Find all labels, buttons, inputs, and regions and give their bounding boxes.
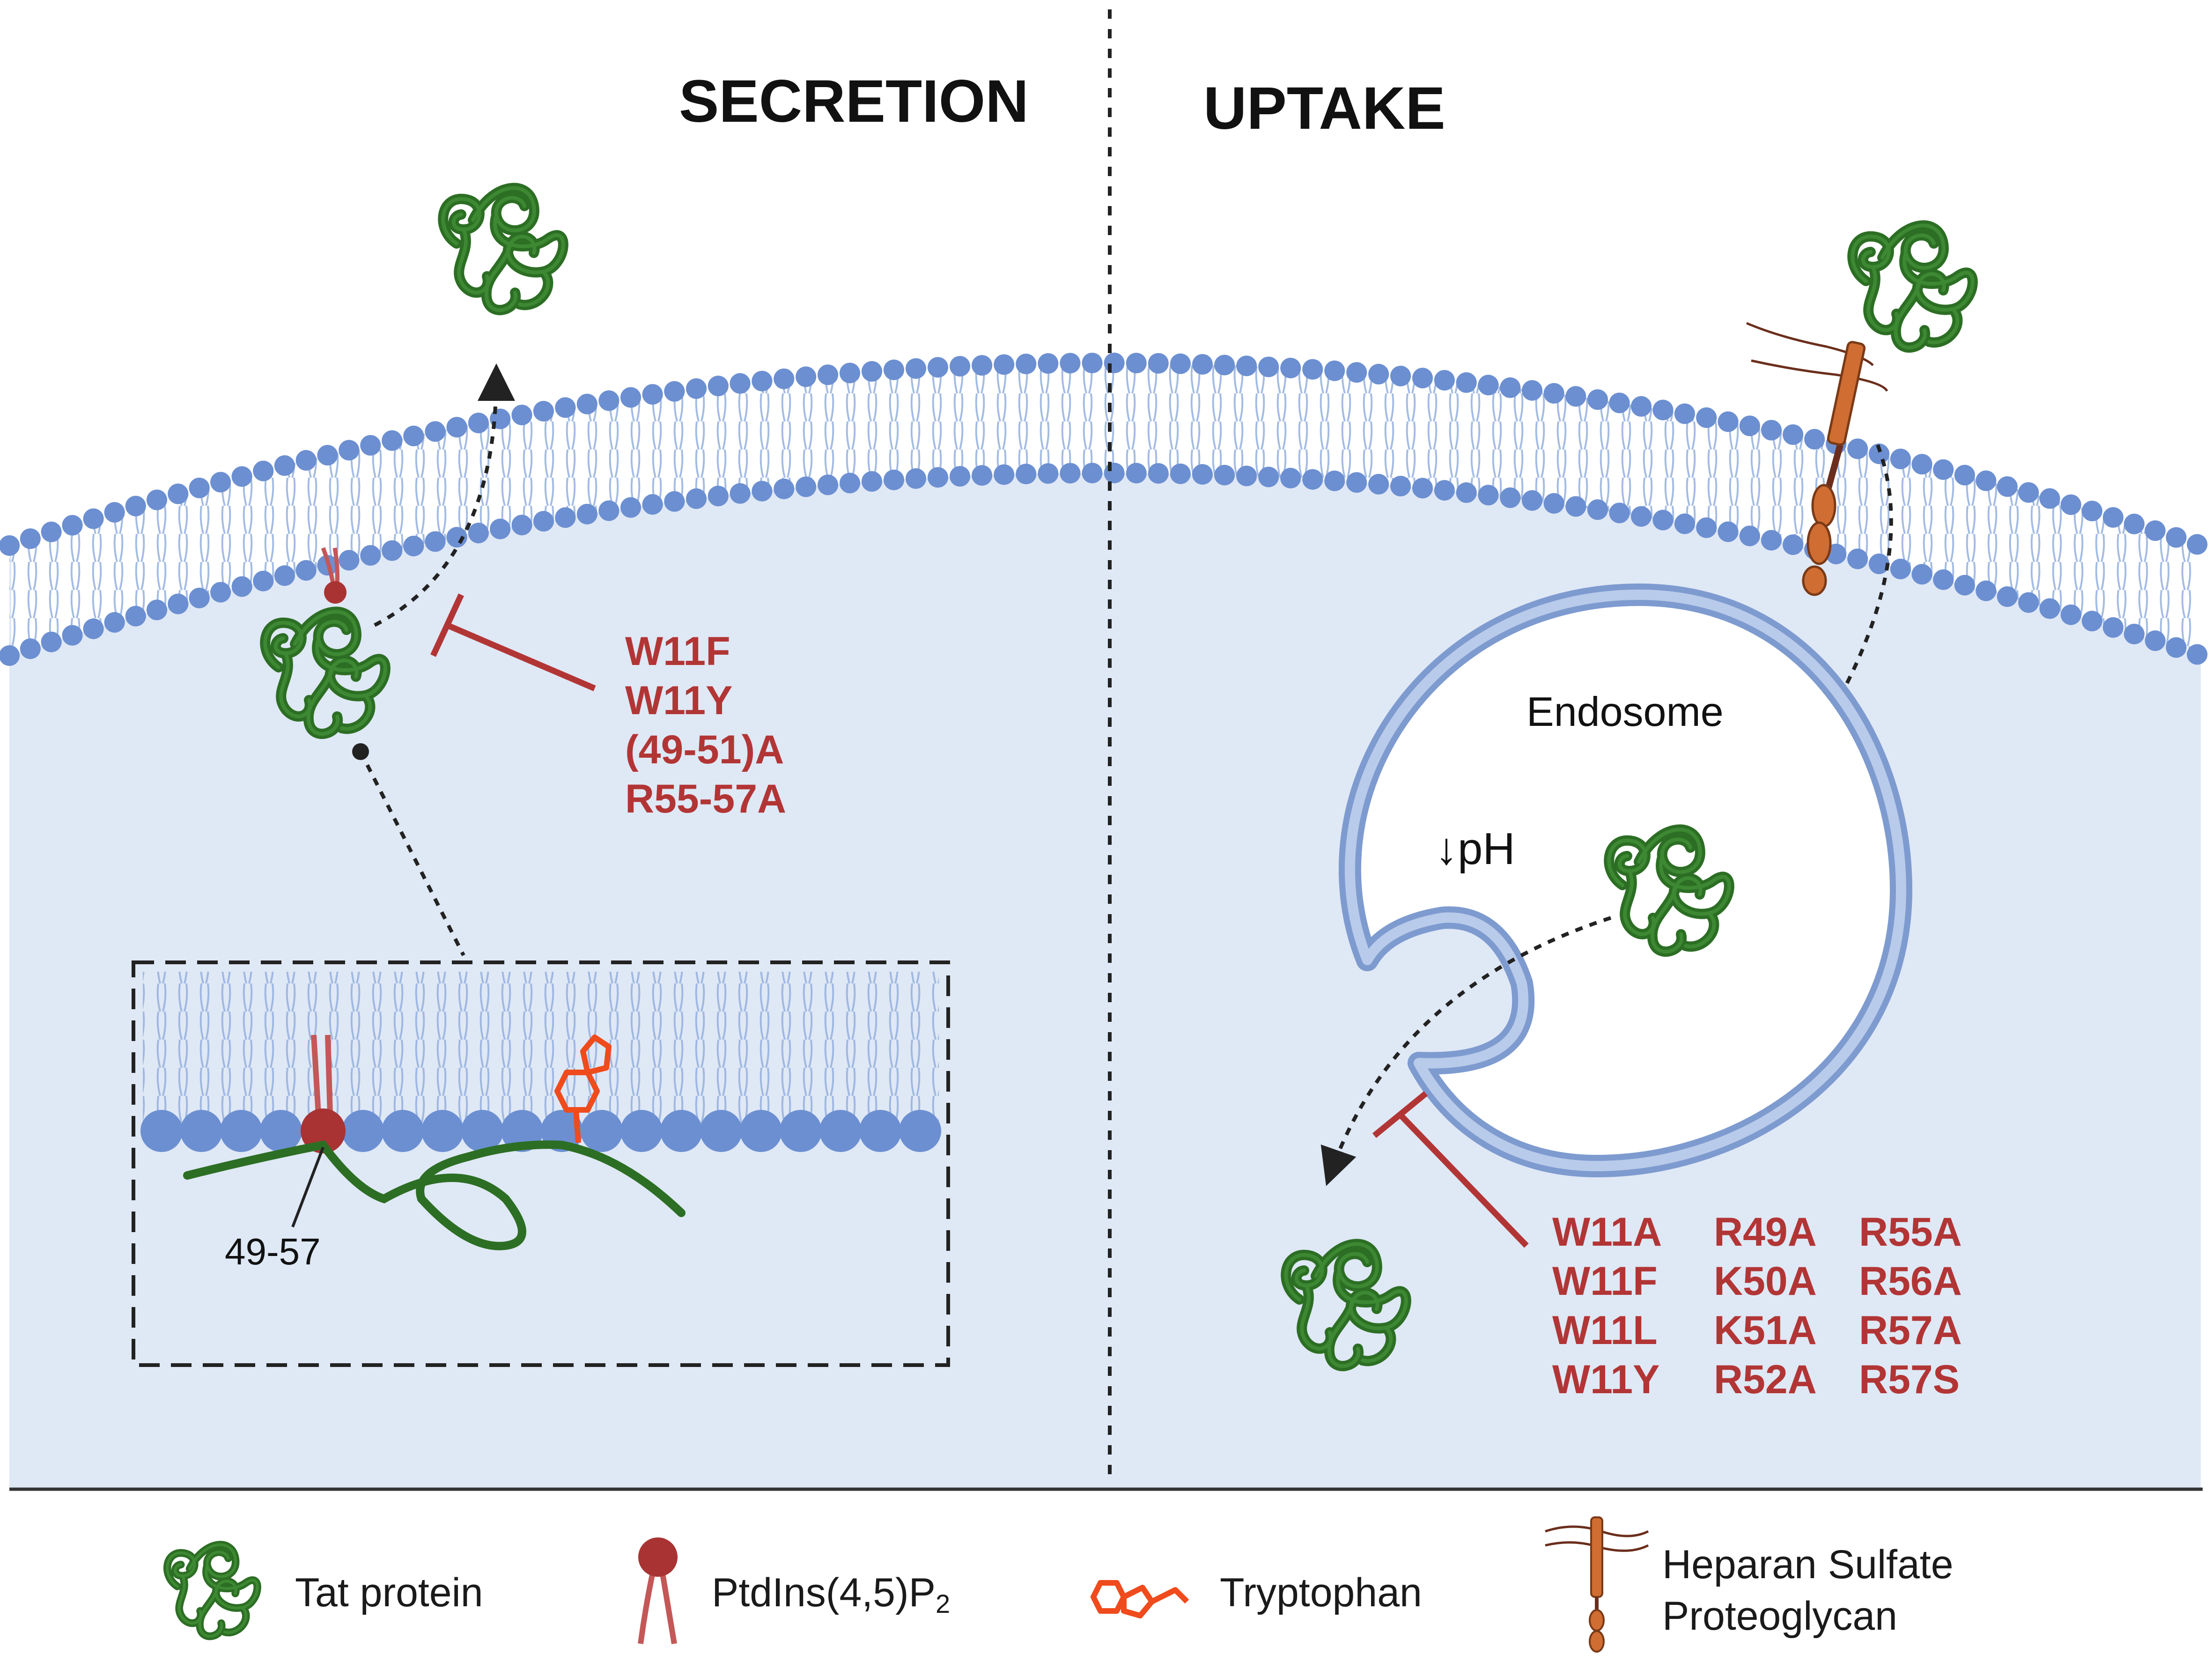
legend-pip2-label: PtdIns(4,5)P2 [712,1570,950,1618]
uptake-mut-c3-r3: R57A [1859,1308,1962,1353]
legend-tryptophan-icon [1091,1580,1189,1618]
tat-protein-extracellular-left [443,188,563,310]
inset-tat-chain [183,1140,686,1250]
uptake-mut-c1-r2: W11F [1552,1259,1658,1304]
uptake-mut-c3-r1: R55A [1859,1210,1962,1255]
endosomal-escape-arrow [1320,916,1612,1186]
legend-hspg-label-line1: Heparan Sulfate [1662,1542,1954,1587]
uptake-mut-c2-r1: R49A [1714,1210,1817,1255]
legend: Tat protein PtdIns(4,5)P2 Tryptophan Hep… [167,1516,1954,1653]
secretion-title: SECRETION [679,68,1029,135]
uptake-mut-c2-r4: R52A [1714,1357,1817,1402]
legend-hspg-icon [1545,1516,1649,1653]
inset-tryptophan [554,1034,612,1143]
secretion-mutation-3: (49-51)A [625,727,784,772]
inset-label-leader [291,1146,324,1228]
plasma-membrane [0,353,2211,666]
uptake-mut-c1-r3: W11L [1552,1308,1658,1353]
uptake-mutations: W11A W11F W11L W11Y R49A K50A K51A R52A … [1552,1210,1962,1402]
uptake-mut-c3-r4: R57S [1859,1357,1960,1402]
secretion-arrow-out [374,363,515,627]
uptake-mut-c2-r2: K50A [1714,1259,1817,1304]
uptake-mut-c3-r2: R56A [1859,1259,1962,1304]
secretion-mutation-1: W11F [625,629,730,674]
uptake-mut-c1-r4: W11Y [1552,1357,1659,1402]
legend-tat-label: Tat protein [295,1570,483,1615]
secretion-inhibition-symbol [430,593,596,691]
hspg-membrane-receptor [1746,322,1888,596]
secretion-mutations: W11F W11Y (49-51)A R55-57A [625,629,786,821]
uptake-mut-c2-r3: K51A [1714,1308,1817,1353]
uptake-mut-c1-r1: W11A [1552,1210,1662,1255]
legend-tryptophan-label: Tryptophan [1220,1570,1422,1615]
cytoplasm-left-edge [9,539,11,1489]
uptake-inhibition-symbol [1372,1091,1529,1248]
endosome-label: Endosome [1526,688,1724,735]
secretion-mutation-4: R55-57A [625,776,786,821]
tat-protein-bound-hspg [1852,225,1973,347]
inset-residue-label: 49-57 [225,1231,321,1272]
secretion-mutation-2: W11Y [625,678,732,723]
ph-label: ↓pH [1435,824,1515,874]
legend-tat-icon [167,1545,257,1636]
inset-pip2-head [301,1108,346,1153]
pip2-membrane-marker [321,547,347,604]
legend-hspg-label-line2: Proteoglycan [1662,1594,1897,1639]
inset-zoom-box: 49-57 [132,960,950,1367]
inset-pip2-tails [311,1034,333,1115]
legend-pip2-icon [638,1537,678,1644]
uptake-title: UPTAKE [1203,75,1445,142]
